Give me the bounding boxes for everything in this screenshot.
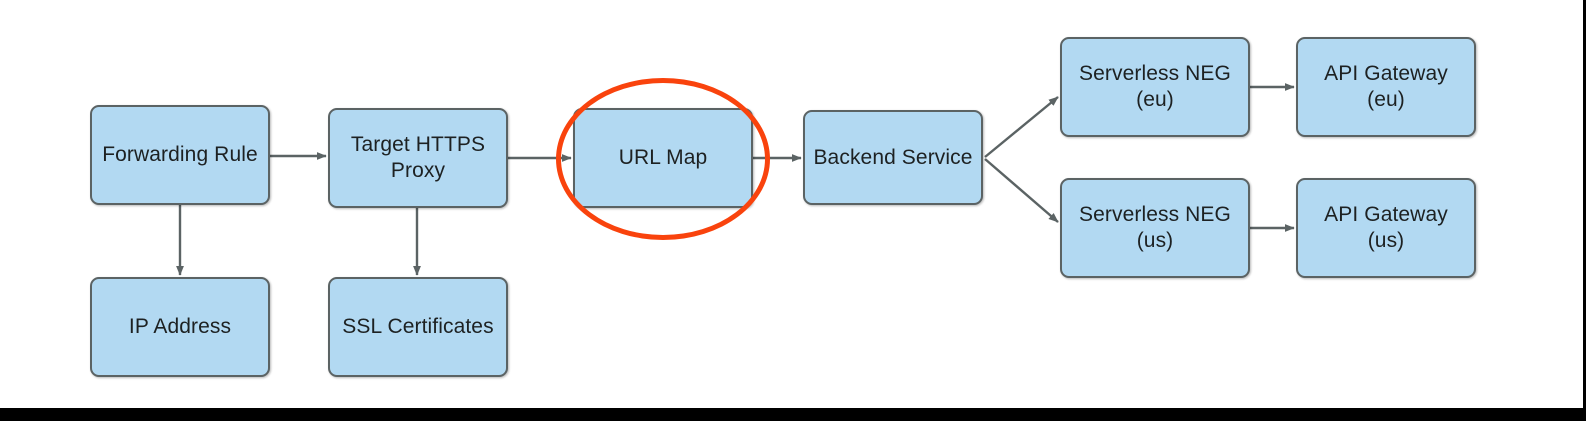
node-ip-address[interactable]: IP Address xyxy=(90,277,270,377)
node-ssl-certificates[interactable]: SSL Certificates xyxy=(328,277,508,377)
node-api-gateway-eu[interactable]: API Gateway (eu) xyxy=(1296,37,1476,137)
node-serverless-neg-eu[interactable]: Serverless NEG (eu) xyxy=(1060,37,1250,137)
node-forwarding-rule[interactable]: Forwarding Rule xyxy=(90,105,270,205)
bottom-black-bar xyxy=(0,408,1586,421)
node-url-map[interactable]: URL Map xyxy=(573,108,753,208)
node-api-gateway-us[interactable]: API Gateway (us) xyxy=(1296,178,1476,278)
edge-backend-service-to-serverless-neg-eu xyxy=(984,96,1059,158)
node-backend-service[interactable]: Backend Service xyxy=(803,110,983,205)
node-serverless-neg-us[interactable]: Serverless NEG (us) xyxy=(1060,178,1250,278)
node-target-https-proxy[interactable]: Target HTTPS Proxy xyxy=(328,108,508,208)
edge-backend-service-to-serverless-neg-us xyxy=(984,158,1059,223)
right-edge-border xyxy=(1583,0,1586,409)
